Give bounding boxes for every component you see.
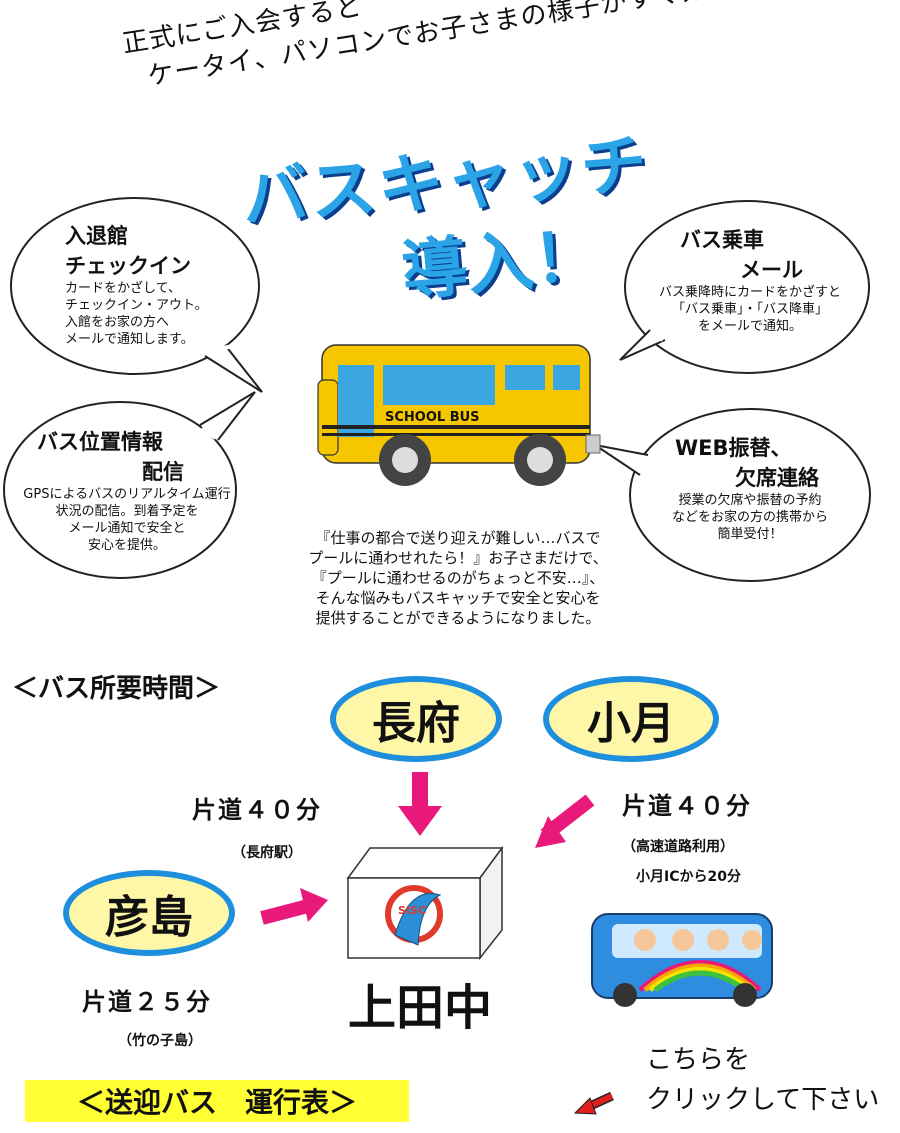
paragraph-line-3: 『プールに通わせるのがちょっと不安…』、 [311,569,605,587]
bubble-checkin: 入退館 チェックイン カードをかざして、 チェックイン・アウト。 入館をお家の方… [65,220,235,348]
paragraph-line-1: 『仕事の都合で送り迎えが難しい…バスで [315,529,601,547]
bubble-checkin-line-2: チェックイン・アウト。 [65,298,208,313]
click-line-1: こちらを [646,1045,751,1075]
arrow-click-left [573,1091,614,1115]
section-title: ＜バス所要時間＞ [12,674,221,704]
destination-ueda: 上田中 [348,980,493,1036]
arrow-ozuki-diag [535,794,595,848]
ozuki-time: 片道４０分 [622,792,752,820]
schedule-banner-link[interactable]: ＜送迎バス 運行表＞ [25,1080,409,1122]
place-chofu: 長府 [330,676,502,762]
bubble-busmail-title-1: バス乗車 [680,228,764,252]
click-here-text[interactable]: こちらを クリックして下さい [646,1040,879,1120]
bubble-busmail-line-1: バス乗降時にカードをかざすと [658,285,841,300]
bubble-web-line-3: 簡単受付！ [717,527,783,542]
building-logo: SISC [398,904,427,917]
chofu-time: 片道４０分 [192,796,322,824]
bubble-checkin-line-1: カードをかざして、 [65,281,181,296]
place-hikoshima: 彦島 [63,870,235,956]
paragraph-line-2: プールに通わせれたら！』お子さまだけで、 [308,549,608,567]
arrow-hikoshima-right [260,888,328,925]
bubble-location: バス位置情報 配信 GPSによるバスのリアルタイム運行 状況の配信。到着予定を … [12,426,242,554]
ozuki-note-1: （高速道路利用） [622,839,734,855]
bubble-location-line-4: 安心を提供。 [87,538,166,553]
bubble-location-shape [3,391,256,579]
paragraph-line-4: そんな悩みもバスキャッチで安全と安心を [315,589,601,607]
bubble-location-line-3: メール通知で安全と [68,521,186,536]
bubble-checkin-line-3: 入館をお家の方へ [65,315,170,330]
bubble-busmail-shape [619,200,870,374]
click-line-2: クリックして下さい [646,1085,880,1115]
bubble-location-line-2: 状況の配信。到着予定を [55,504,199,519]
description-paragraph: 『仕事の都合で送り迎えが難しい…バスで プールに通わせれたら！』お子さまだけで、… [268,528,648,628]
bubble-checkin-line-4: メールで通知します。 [65,332,194,347]
bubble-location-line-1: GPSによるバスのリアルタイム運行 [23,487,231,502]
bubble-busmail: バス乗車 メール バス乗降時にカードをかざすと 「バス乗車」・「バス降車」 をメ… [640,224,860,335]
bubble-web-line-2: などをお家の方の携帯から [671,510,828,525]
kids-bus-illustration [591,913,773,1007]
bubble-web-title-1: WEB振替、 [675,436,792,460]
ueda-building [346,845,504,961]
bubble-location-title-1: バス位置情報 [37,430,163,454]
hikoshima-note: （竹の子島） [118,1033,202,1049]
bubble-web: WEB振替、 欠席連絡 授業の欠席や振替の予約 などをお家の方の携帯から 簡単受… [650,432,850,543]
bubble-busmail-line-3: をメールで通知。 [697,319,802,334]
bubble-busmail-title-2: メール [740,258,803,282]
paragraph-line-5: 提供することができるようになりました。 [315,609,601,627]
bubble-checkin-shape [10,197,263,393]
bus-label: SCHOOL BUS [385,410,480,425]
arrow-chofu-down [398,772,442,836]
bubble-web-title-2: 欠席連絡 [735,466,819,490]
bubble-busmail-line-2: 「バス乗車」・「バス降車」 [671,302,828,317]
bubble-checkin-title-2: チェックイン [65,254,191,278]
bubble-location-title-2: 配信 [142,460,184,484]
ozuki-note-2: 小月ICから20分 [636,869,741,885]
hikoshima-time: 片道２５分 [82,988,212,1016]
bubble-web-line-1: 授業の欠席や振替の予約 [678,493,822,508]
school-bus-illustration [317,344,601,486]
bubble-checkin-title-1: 入退館 [65,224,128,248]
place-ozuki: 小月 [543,676,719,762]
chofu-note: （長府駅） [232,845,302,861]
